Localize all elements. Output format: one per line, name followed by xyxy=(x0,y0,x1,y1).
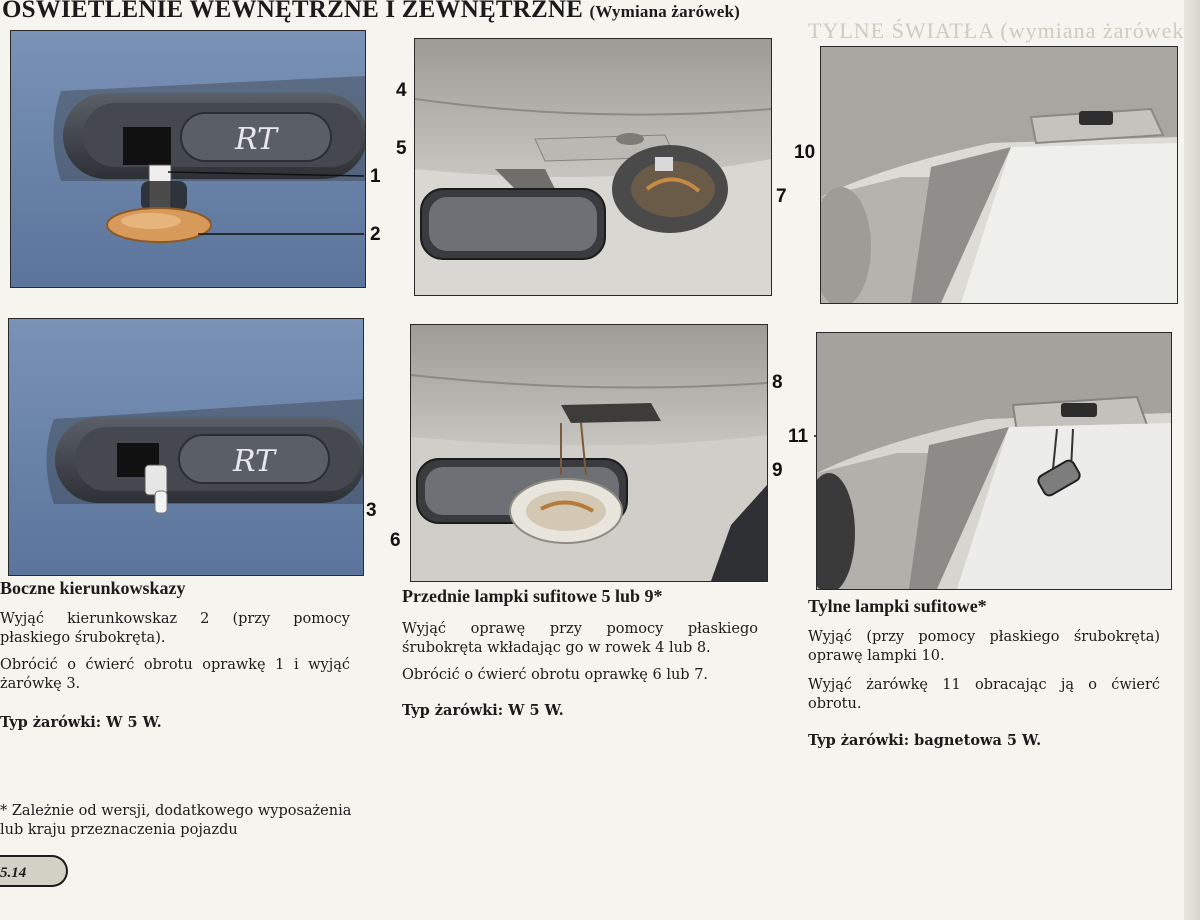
callout-8: 8 xyxy=(772,372,783,393)
headliner-2 xyxy=(411,325,767,446)
section-title-rear-dome: Tylne lampki sufitowe* xyxy=(808,596,987,616)
front-paragraph-2: Obrócić o ćwierć obrotu oprawkę 6 lub 7. xyxy=(402,667,709,683)
photo-front-dome-light xyxy=(415,39,771,295)
photo-side-indicator-bulb: RT xyxy=(9,319,363,575)
c-pillar xyxy=(911,147,1011,303)
rear-window xyxy=(961,143,1177,303)
callout-9: 9 xyxy=(772,460,783,481)
headliner xyxy=(415,39,771,177)
front-paragraph-1: Wyjąć oprawę przy pomocy płaskiego śrubo… xyxy=(402,621,758,656)
callout-4: 4 xyxy=(396,80,407,101)
headliner-3 xyxy=(821,47,1177,197)
callout-5: 5 xyxy=(396,138,407,159)
bulb-11 xyxy=(1037,459,1081,497)
rt-badge-2: RT xyxy=(232,444,277,479)
figure-side-indicator-bulb: RT xyxy=(8,318,364,576)
figure-side-indicator-removed: RT xyxy=(10,30,366,288)
rear-paragraph-1: Wyjąć (przy pomocy płaskiego śrubokręta)… xyxy=(808,629,1160,664)
rt-badge: RT xyxy=(234,122,279,157)
side-bulb-type: Typ żarówki: W 5 W. xyxy=(0,714,162,731)
photo-side-indicator-removed: RT xyxy=(11,31,365,287)
bulb-3 xyxy=(154,490,168,514)
photo-rear-dome-light-bulb xyxy=(817,333,1171,589)
bleed-through-text: TYLNE ŚWIATŁA (wymiana żarówek) xyxy=(808,18,1193,43)
side-paragraph-2: Obrócić o ćwierć obrotu oprawkę 1 i wyją… xyxy=(0,657,350,692)
callout-2: 2 xyxy=(370,224,381,245)
figure-rear-dome-light-bulb xyxy=(816,332,1172,590)
side-paragraph-1: Wyjąć kierunkowskaz 2 (przy pomocy płask… xyxy=(0,611,350,646)
section-title-front-dome: Przednie lampki sufitowe 5 lub 9* xyxy=(402,586,663,606)
rear-paragraph-2: Wyjąć żarówkę 11 obracając ją o ćwierć o… xyxy=(808,677,1160,712)
headliner-4 xyxy=(817,333,1171,473)
page-title-main: OŚWIETLENIE WEWNĘTRZNE I ZEWNĘTRZNE xyxy=(2,0,584,23)
page-edge-shadow xyxy=(1184,0,1200,920)
page-number: 5.14 xyxy=(0,855,68,887)
callout-11: 11 xyxy=(788,426,809,447)
figure-rear-dome-light xyxy=(820,46,1178,304)
figure-front-dome-light-removed xyxy=(410,324,768,582)
page-title: OŚWIETLENIE WEWNĘTRZNE I ZEWNĘTRZNE (Wym… xyxy=(2,0,740,24)
callout-1: 1 xyxy=(370,166,381,187)
callout-6: 6 xyxy=(390,530,401,551)
photo-rear-dome-light xyxy=(821,47,1177,303)
front-bulb-type: Typ żarówki: W 5 W. xyxy=(402,702,564,719)
page-subtitle: (Wymiana żarówek) xyxy=(589,2,741,21)
photo-front-dome-light-removed xyxy=(411,325,767,581)
footnote: * Zależnie od wersji, dodatkowego wyposa… xyxy=(0,803,352,838)
figure-front-dome-light xyxy=(414,38,772,296)
rear-bulb-type: Typ żarówki: bagnetowa 5 W. xyxy=(808,732,1042,749)
callout-7: 7 xyxy=(776,186,787,207)
callout-3: 3 xyxy=(366,500,377,521)
callout-10: 10 xyxy=(794,142,816,163)
section-title-side-indicators: Boczne kierunkowskazy xyxy=(0,578,186,598)
